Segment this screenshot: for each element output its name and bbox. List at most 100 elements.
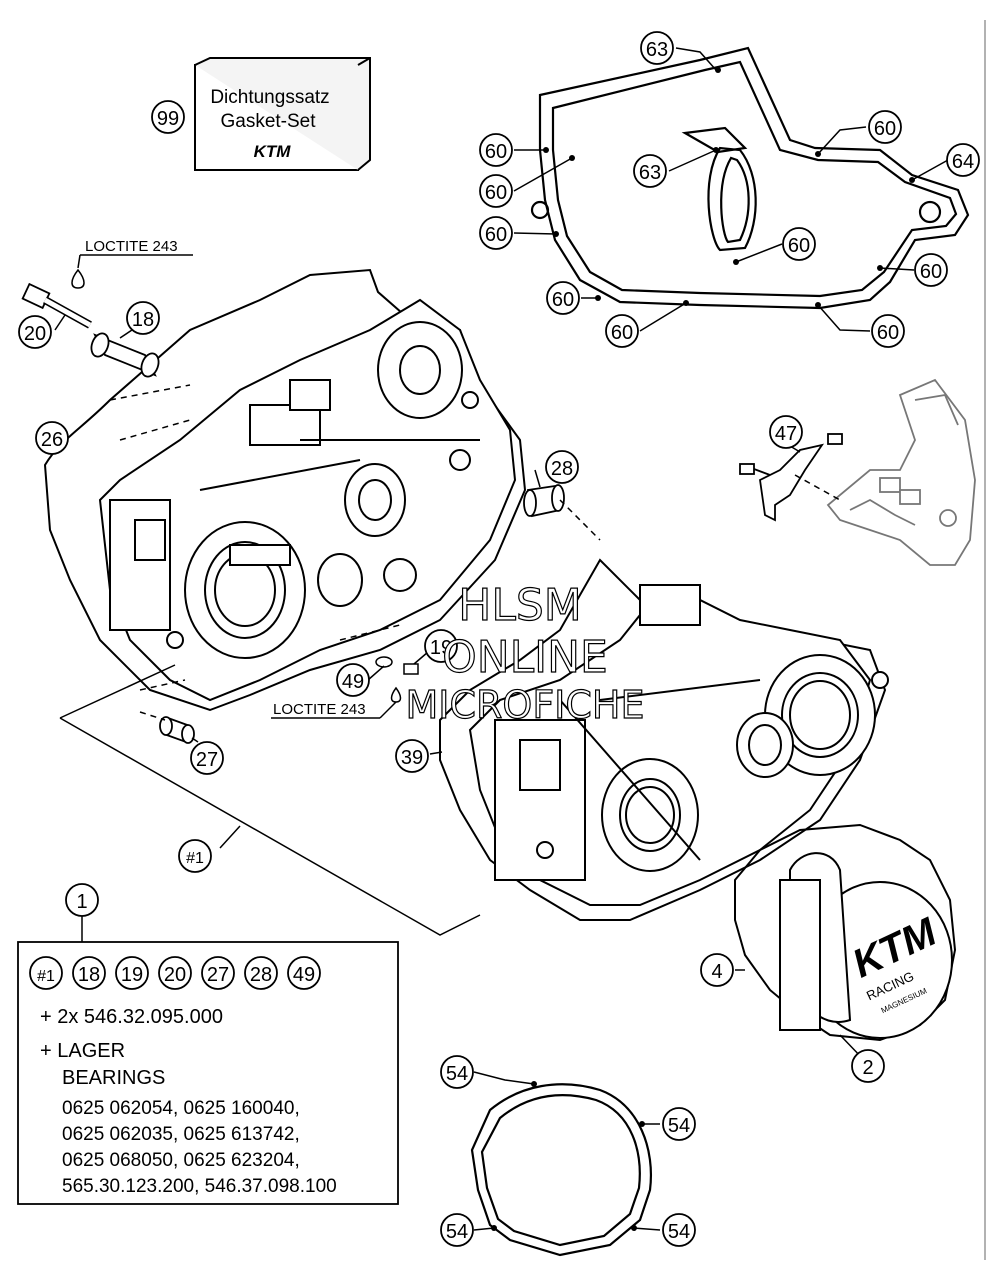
callout-60-a: 60 <box>479 133 513 167</box>
callout-60-d: 60 <box>546 281 580 315</box>
ignition-cover-gasket <box>530 46 970 310</box>
svg-text:64: 64 <box>952 151 974 173</box>
svg-text:4: 4 <box>711 961 722 983</box>
callout-60-h: 60 <box>782 227 816 261</box>
right-crankcase-half <box>439 558 889 921</box>
kit-item-callout: 27 <box>201 956 235 990</box>
callout-54-c: 54 <box>440 1213 474 1247</box>
loctite-drop-icon <box>71 268 85 289</box>
watermark-line2: ONLINE <box>442 632 608 683</box>
svg-text:60: 60 <box>611 322 633 344</box>
svg-text:60: 60 <box>877 322 899 344</box>
callout-39: 39 <box>395 739 429 773</box>
callout-2: 2 <box>851 1049 885 1083</box>
bolt-20 <box>21 282 92 329</box>
kit-item-label: 28 <box>250 964 272 986</box>
watermark: HLSM ONLINE MICROFICHE <box>405 579 645 727</box>
svg-text:60: 60 <box>874 118 896 140</box>
left-crankcase-half <box>43 268 527 712</box>
svg-text:60: 60 <box>485 224 507 246</box>
svg-text:60: 60 <box>788 235 810 257</box>
svg-text:28: 28 <box>551 458 573 480</box>
kit-item-label: 19 <box>121 964 143 986</box>
svg-text:54: 54 <box>668 1115 690 1137</box>
svg-text:1: 1 <box>76 891 87 913</box>
chain-guard <box>826 378 976 566</box>
svg-text:63: 63 <box>646 39 668 61</box>
svg-text:63: 63 <box>639 162 661 184</box>
callout-49: 49 <box>336 663 370 697</box>
svg-text:60: 60 <box>552 289 574 311</box>
svg-text:99: 99 <box>157 108 179 130</box>
callout-18: 18 <box>126 301 160 335</box>
callout-64: 64 <box>946 143 980 177</box>
ignition-cover: KTM RACING MAGNESIUM <box>734 823 957 1042</box>
svg-text:60: 60 <box>920 261 942 283</box>
svg-text:#1: #1 <box>186 850 204 867</box>
loctite-note-mid: LOCTITE 243 <box>273 701 366 718</box>
loctite-note-top: LOCTITE 243 <box>85 238 178 255</box>
gasket-set-box: Dichtungssatz Gasket-Set KTM <box>194 57 371 171</box>
watermark-line1: HLSM <box>458 580 582 631</box>
callout-54-a: 54 <box>440 1055 474 1089</box>
svg-text:47: 47 <box>775 423 797 445</box>
dowel-27 <box>159 716 195 744</box>
gasket-set-line2: Gasket-Set <box>220 111 316 132</box>
kit-line-lager: + LAGER <box>40 1040 125 1062</box>
svg-text:18: 18 <box>132 309 154 331</box>
dowel-18 <box>90 332 160 378</box>
loctite-drop-icon-2 <box>390 686 402 703</box>
kit-item-label: 18 <box>78 964 100 986</box>
callout-60-f: 60 <box>871 314 905 348</box>
svg-text:27: 27 <box>196 749 218 771</box>
gasket-set-line1: Dichtungssatz <box>210 87 329 108</box>
callout-1: 1 <box>65 883 99 917</box>
svg-text:26: 26 <box>41 429 63 451</box>
callout-47: 47 <box>769 415 803 449</box>
callout-54-b: 54 <box>662 1107 696 1141</box>
kit-item-label: 27 <box>207 964 229 986</box>
callout-27: 27 <box>190 741 224 775</box>
kit-line-bearings: BEARINGS <box>62 1067 165 1089</box>
dowel-28 <box>523 484 565 518</box>
kit-item-callout: 18 <box>72 956 106 990</box>
kit-part-line: 0625 062035, 0625 613742, <box>62 1124 300 1145</box>
kit-item-label: #1 <box>37 968 55 985</box>
svg-text:54: 54 <box>446 1063 468 1085</box>
svg-text:54: 54 <box>446 1221 468 1243</box>
clutch-cover-gasket <box>470 1083 652 1257</box>
callout-60-b: 60 <box>479 174 513 208</box>
kit-part-line: 565.30.123.200, 546.37.098.100 <box>62 1176 337 1197</box>
svg-text:20: 20 <box>24 323 46 345</box>
callout-28: 28 <box>545 450 579 484</box>
svg-text:2: 2 <box>862 1057 873 1079</box>
callout-19: 19 <box>424 629 458 663</box>
callout-60-g: 60 <box>914 253 948 287</box>
svg-text:60: 60 <box>485 182 507 204</box>
kit-item-callout: 28 <box>244 956 278 990</box>
kit-item-callout: 19 <box>115 956 149 990</box>
svg-text:39: 39 <box>401 747 423 769</box>
ktm-logo: KTM <box>254 142 292 161</box>
callout-26: 26 <box>35 421 69 455</box>
kit-item-callout: #1 <box>29 956 63 990</box>
svg-text:60: 60 <box>485 141 507 163</box>
callout-60-i: 60 <box>868 110 902 144</box>
svg-text:49: 49 <box>342 671 364 693</box>
callout-54-d: 54 <box>662 1213 696 1247</box>
svg-text:19: 19 <box>430 637 452 659</box>
callout-hash1: #1 <box>178 839 212 873</box>
kit-item-label: 20 <box>164 964 186 986</box>
kit-item-label: 49 <box>293 964 315 986</box>
callout-99: 99 <box>151 100 185 134</box>
callout-63-mid: 63 <box>633 154 667 188</box>
kit-item-callout: 49 <box>287 956 321 990</box>
callout-60-c: 60 <box>479 216 513 250</box>
kit-line-screws: + 2x 546.32.095.000 <box>40 1006 223 1028</box>
screw-19 <box>375 656 419 675</box>
callout-63-top: 63 <box>640 31 674 65</box>
kit-contents-box: #1 18 19 20 27 28 49 + 2x 546.32.095.000 + LAG… <box>17 941 399 1205</box>
svg-text:54: 54 <box>668 1221 690 1243</box>
chain-guard-bracket <box>739 433 843 522</box>
